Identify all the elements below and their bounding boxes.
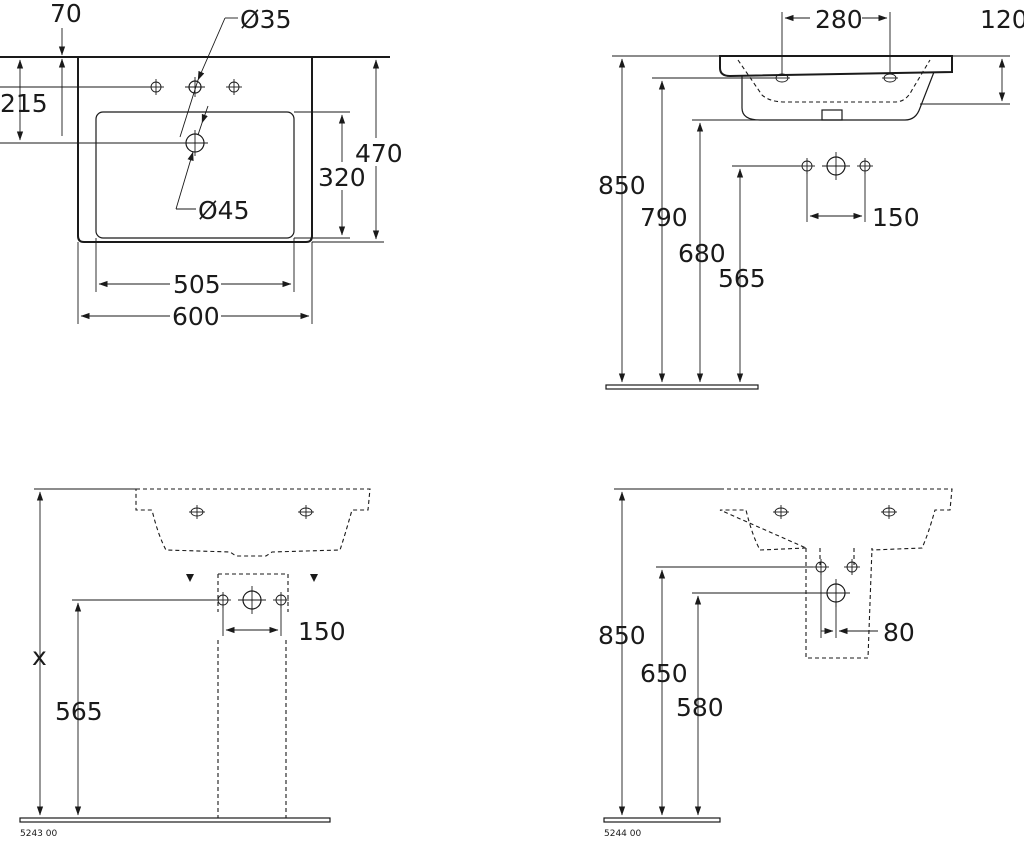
- tap-hole-right-icon: [881, 505, 897, 519]
- dim-label-505: 505: [173, 270, 221, 299]
- tap-hole-right-icon: [226, 79, 242, 95]
- semi-pedestal-hidden: [805, 547, 873, 659]
- basin-hidden-outline: [135, 488, 371, 557]
- side-view-drawing: 280 120 850 790 680 565 150: [598, 5, 1024, 390]
- bowl-hidden-line: [737, 59, 931, 103]
- connection-left-icon: [813, 559, 829, 575]
- basin-body: [741, 71, 935, 121]
- dim-label-215: 215: [0, 89, 48, 118]
- floor-line: [605, 384, 759, 390]
- tap-hole-left-icon: [773, 505, 789, 519]
- pedestal-top-hidden: [217, 573, 289, 612]
- floor-line: [19, 817, 331, 823]
- pedestal-column-hidden: [217, 640, 287, 818]
- arrow-down-icon: [186, 574, 194, 582]
- basin-hidden-outline: [719, 488, 953, 551]
- semi-pedestal-view-drawing: 850 650 580 80 5244 00: [598, 488, 953, 839]
- dim-label-580: 580: [676, 693, 724, 722]
- dim-label-680: 680: [678, 239, 726, 268]
- dim-label-70: 70: [50, 0, 82, 28]
- bowl-outline: [95, 111, 295, 239]
- connection-right-icon: [273, 592, 289, 608]
- dim-label-470: 470: [355, 139, 403, 168]
- dim-label-x: x: [32, 642, 47, 671]
- dim-label-80: 80: [883, 618, 915, 647]
- connection-center-icon: [822, 152, 850, 180]
- dim-label-150: 150: [872, 203, 920, 232]
- dim-label-280: 280: [815, 5, 863, 34]
- dim-label-565: 565: [718, 264, 766, 293]
- tap-hole-right-icon: [882, 73, 898, 83]
- top-view-drawing: 70 Ø35 215 320 470 Ø45 505 600: [0, 0, 403, 331]
- connection-right-icon: [857, 158, 873, 174]
- dim-label-650: 650: [640, 659, 688, 688]
- tap-hole-left-icon: [148, 79, 164, 95]
- article-code: 5243 00: [20, 829, 57, 839]
- dim-label-565: 565: [55, 697, 103, 726]
- dim-label-600: 600: [172, 302, 220, 331]
- tap-hole-right-icon: [298, 505, 314, 519]
- dim-label-diameter-45: Ø45: [198, 196, 250, 225]
- dim-label-120: 120: [980, 5, 1024, 34]
- dim-label-150: 150: [298, 617, 346, 646]
- article-code: 5244 00: [604, 829, 641, 839]
- tap-hole-center-icon: [185, 77, 205, 97]
- connection-center-icon: [238, 586, 266, 614]
- tap-hole-left-icon: [189, 505, 205, 519]
- dim-label-850: 850: [598, 171, 646, 200]
- connection-right-icon: [844, 559, 860, 575]
- dim-label-320: 320: [318, 163, 366, 192]
- dim-label-790: 790: [640, 203, 688, 232]
- basin-rim: [719, 55, 953, 78]
- floor-line: [603, 817, 721, 823]
- dim-label-850: 850: [598, 621, 646, 650]
- dim-label-diameter-35: Ø35: [240, 5, 292, 34]
- pedestal-view-drawing: x 565 150 5243 00: [19, 488, 371, 839]
- connection-left-icon: [799, 158, 815, 174]
- connection-left-icon: [215, 592, 231, 608]
- arrow-down-icon: [310, 574, 318, 582]
